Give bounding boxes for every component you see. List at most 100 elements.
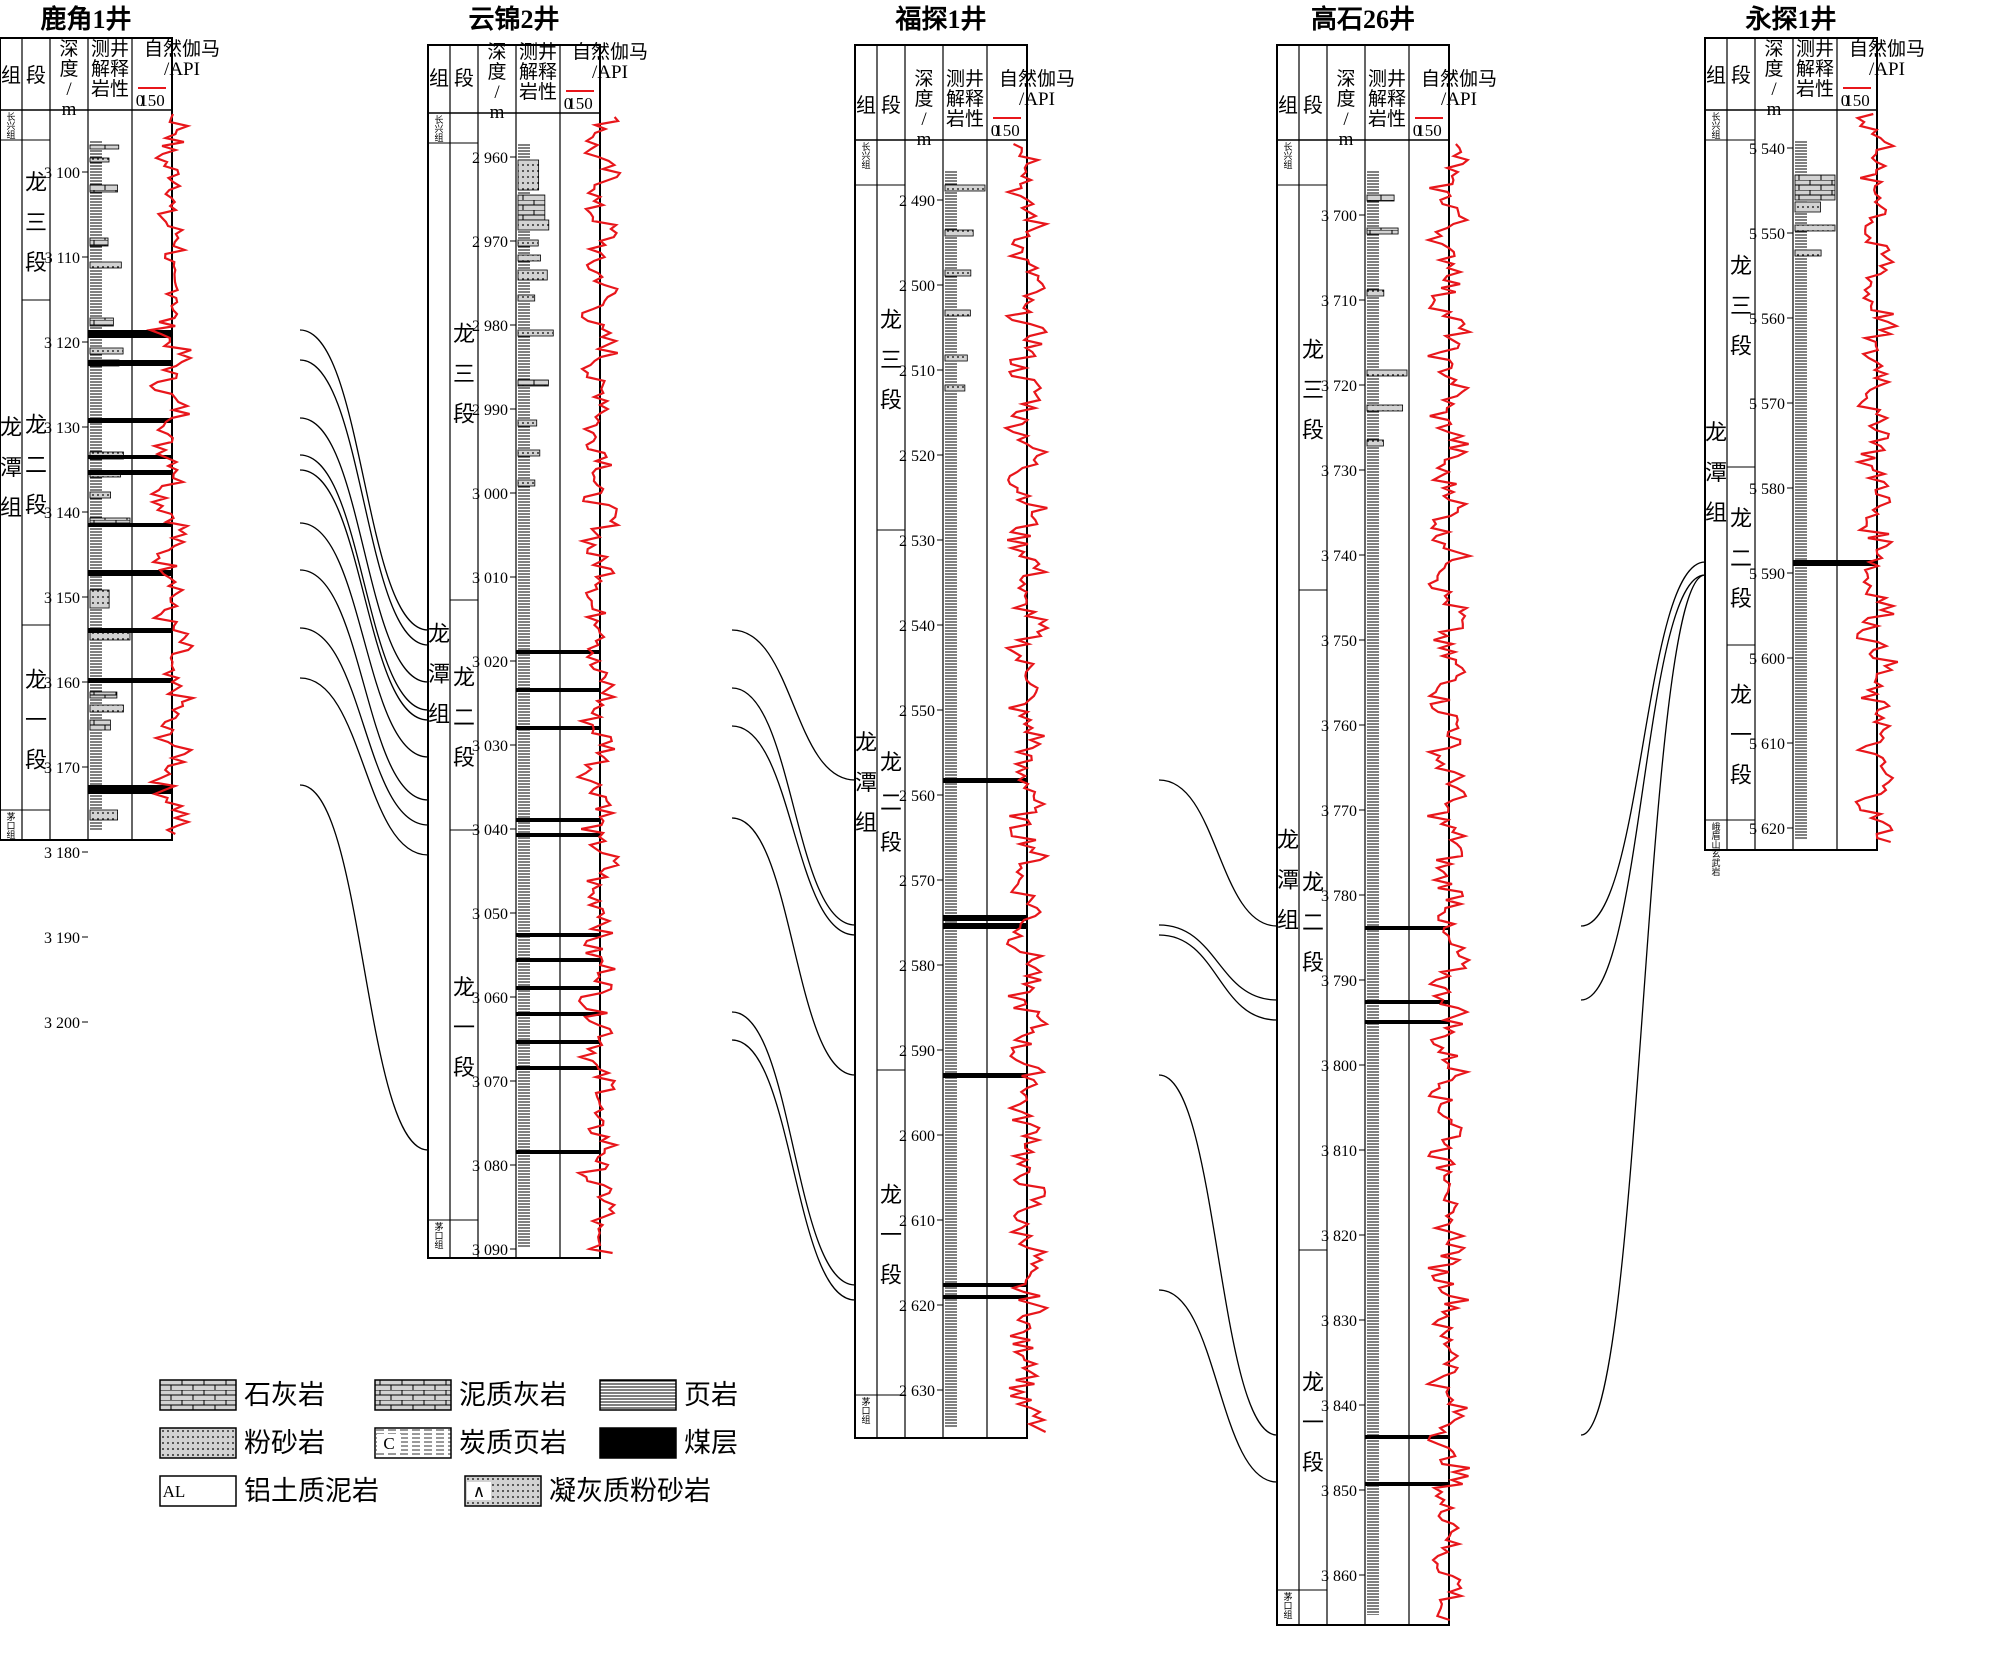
depth-label: 3 730 <box>1321 463 1357 480</box>
lithology-bed <box>89 347 124 355</box>
top-formation-label: 长兴组 <box>1283 141 1292 170</box>
correlation-line <box>1580 561 1706 927</box>
depth-label: 3 020 <box>472 654 508 671</box>
depth-label: 2 510 <box>899 363 935 380</box>
header-depth-char: m <box>917 129 932 150</box>
coal-seam <box>1365 1000 1449 1004</box>
gr-curve <box>1002 143 1051 1433</box>
coal-seam <box>88 570 172 576</box>
member-label-1-char: 段 <box>880 388 902 413</box>
depth-label: 3 790 <box>1321 973 1357 990</box>
coal-seam <box>88 523 172 527</box>
depth-label: 5 550 <box>1749 226 1785 243</box>
top-formation-label: 长兴组 <box>1711 111 1720 140</box>
member-label-1-char: 龙 <box>880 308 902 333</box>
depth-label: 2 590 <box>899 1043 935 1060</box>
lithology-bed <box>89 704 124 713</box>
member-label-1-char: 三 <box>1730 294 1752 319</box>
lithology-bed <box>944 184 986 192</box>
lithology-bed <box>1366 439 1384 447</box>
coal-seam <box>943 1283 1027 1287</box>
depth-label: 2 570 <box>899 873 935 890</box>
main-formation-label-char: 潭 <box>1277 868 1299 893</box>
shale-strip <box>1795 140 1807 840</box>
member-label-1-char: 三 <box>25 210 47 235</box>
correlation-line <box>299 359 429 646</box>
member-label-3-char: 龙 <box>1302 1370 1324 1395</box>
depth-label: 5 610 <box>1749 736 1785 753</box>
legend-label: 煤层 <box>684 1428 738 1458</box>
legend-label: 粉砂岩 <box>244 1428 325 1458</box>
gr-min: 0 <box>564 94 573 113</box>
gr-min: 0 <box>1841 91 1850 110</box>
header-lithology-1: 测井 <box>1796 38 1834 60</box>
well-1: 鹿角1井组段深度/m测井解释岩性自然伽马/API0150长兴组茅口组龙潭组龙三段… <box>0 4 220 1032</box>
header-depth-char: / <box>1343 109 1349 130</box>
legend-glyph-bg <box>162 1482 186 1500</box>
legend-glyph-bg <box>377 1434 401 1452</box>
lithology-bed <box>89 237 109 247</box>
correlation-line <box>1580 574 1706 1436</box>
header-gr-1: 自然伽马 <box>1849 38 1925 60</box>
gr-max: 150 <box>1416 121 1442 140</box>
coal-seam <box>943 1295 1027 1299</box>
base-formation-label-char: 口 <box>434 1231 443 1241</box>
well-title: 鹿角1井 <box>40 4 131 34</box>
base-formation-label-char: 组 <box>1283 1609 1292 1620</box>
member-label-1: 龙三段 <box>25 170 47 275</box>
depth-label: 3 140 <box>44 505 80 522</box>
member-label-1: 龙三段 <box>1302 338 1324 443</box>
depth-label: 2 560 <box>899 788 935 805</box>
legend-label: 页岩 <box>684 1380 738 1410</box>
depth-label: 3 190 <box>44 930 80 947</box>
member-label-1-char: 段 <box>1302 418 1324 443</box>
header-lithology-3: 岩性 <box>946 108 984 130</box>
main-formation-label: 龙潭组 <box>0 415 22 520</box>
depth-label: 3 200 <box>44 1015 80 1032</box>
main-formation-label-char: 组 <box>855 810 877 835</box>
coal-seam <box>943 778 1027 783</box>
depth-label: 2 620 <box>899 1298 935 1315</box>
legend-swatch <box>599 1379 677 1411</box>
header-gr-2: /API <box>164 59 200 80</box>
shale-strip <box>90 140 102 830</box>
correlation-line <box>299 454 429 711</box>
base-formation-label-char: 口 <box>861 1406 870 1416</box>
header-depth-char: 深 <box>1764 38 1783 60</box>
base-formation-label: 茅口组 <box>434 1222 443 1250</box>
lithology-bed <box>89 589 110 609</box>
coal-seam <box>1365 1020 1449 1024</box>
member-label-2: 龙二段 <box>880 750 902 855</box>
correlation-line <box>1580 574 1706 1001</box>
coal-seam <box>516 1150 600 1154</box>
top-formation-label: 长兴组 <box>6 111 15 140</box>
coal-seam <box>88 455 172 459</box>
legend-swatch <box>159 1427 237 1459</box>
member-label-3-char: 一 <box>25 708 47 733</box>
header-gr-1: 自然伽马 <box>144 38 220 60</box>
main-formation-label-char: 组 <box>1277 908 1299 933</box>
legend-swatch <box>374 1379 452 1411</box>
member-label-1-char: 龙 <box>25 170 47 195</box>
correlation-line <box>299 677 429 856</box>
legend-item-marly-limestone: 泥质灰岩 <box>374 1379 567 1411</box>
top-formation-label-char: 组 <box>1283 159 1292 170</box>
header-depth-char: m <box>1767 99 1782 120</box>
member-label-1-char: 段 <box>25 250 47 275</box>
depth-label: 3 130 <box>44 420 80 437</box>
header-lithology-1: 测井 <box>1368 68 1406 90</box>
header-depth-char: 度 <box>59 58 78 80</box>
lithology-bed <box>1366 369 1408 377</box>
depth-label: 3 070 <box>472 1074 508 1091</box>
gr-curve <box>1853 112 1900 844</box>
header-gr-2: /API <box>1869 59 1905 80</box>
main-formation-label-char: 龙 <box>1705 420 1727 445</box>
top-formation-label-char: 兴 <box>1283 151 1292 161</box>
top-formation-label: 长兴组 <box>861 141 870 170</box>
member-label-2-char: 段 <box>1302 950 1324 975</box>
depth-label: 3 120 <box>44 335 80 352</box>
header-lithology-2: 解释 <box>91 58 129 80</box>
member-label-1-char: 三 <box>880 348 902 373</box>
correlation-line <box>1158 1289 1278 1483</box>
